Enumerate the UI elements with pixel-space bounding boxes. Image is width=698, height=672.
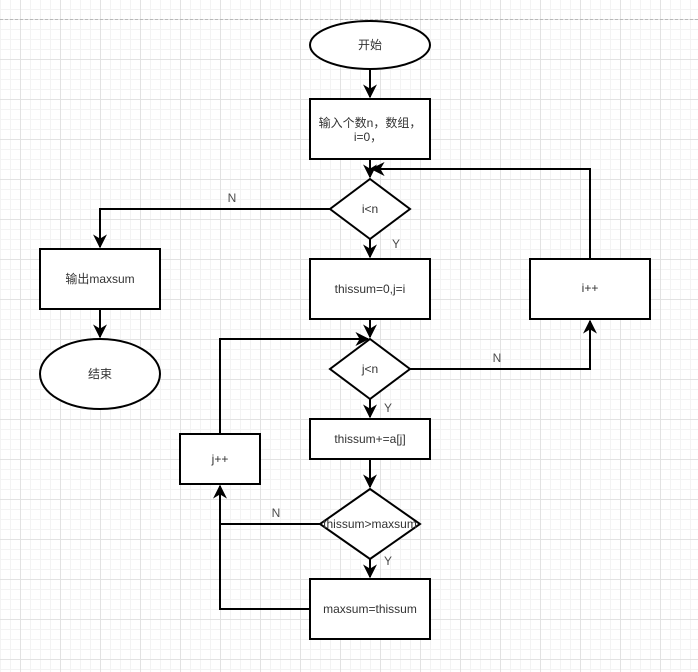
update-max-box xyxy=(309,578,431,640)
node-end[interactable]: 结束 xyxy=(39,338,161,410)
edge-label-cond-i-no: N xyxy=(228,191,237,205)
end-label: 结束 xyxy=(88,367,112,381)
edge-label-cond-max-no: N xyxy=(272,506,281,520)
update-max-label: maxsum=thissum xyxy=(323,602,417,616)
accumulate-box xyxy=(309,418,431,460)
edge-label-cond-j-yes: Y xyxy=(384,401,392,415)
cond-j-label: j<n xyxy=(361,362,378,376)
edge-labels: N Y N Y N Y xyxy=(228,191,502,568)
node-inc-j[interactable]: j++ xyxy=(179,433,261,485)
node-accumulate[interactable]: thissum+=a[j] xyxy=(309,418,431,460)
node-init-j[interactable]: thissum=0,j=i xyxy=(309,258,431,320)
start-label: 开始 xyxy=(358,38,382,52)
edge-cond-i-to-output[interactable] xyxy=(93,208,330,249)
node-start[interactable]: 开始 xyxy=(309,20,431,70)
accumulate-label: thissum+=a[j] xyxy=(334,432,405,446)
page-border xyxy=(0,19,698,20)
inc-i-label: i++ xyxy=(582,281,599,295)
node-output[interactable]: 输出maxsum xyxy=(39,248,161,310)
cond-i-label: i<n xyxy=(362,202,378,216)
node-cond-max[interactable]: thissum>maxsum xyxy=(318,487,422,561)
edges xyxy=(93,69,597,610)
output-box xyxy=(39,248,161,310)
inc-j-label: j++ xyxy=(211,452,229,466)
node-inc-i[interactable]: i++ xyxy=(529,258,651,320)
edge-cond-j-to-inc-i[interactable] xyxy=(410,319,597,370)
start-terminator xyxy=(309,20,431,70)
cond-max-diamond xyxy=(318,487,422,561)
edge-label-cond-i-yes: Y xyxy=(392,237,400,251)
output-label: 输出maxsum xyxy=(65,271,134,286)
node-input[interactable]: 输入个数n，数组， i=0， xyxy=(309,98,431,160)
end-terminator xyxy=(39,338,161,410)
cond-max-label: thissum>maxsum xyxy=(323,517,417,531)
input-label-line1: 输入个数n，数组， xyxy=(319,115,422,130)
init-j-box xyxy=(309,258,431,320)
node-cond-i[interactable]: i<n xyxy=(328,177,412,241)
cond-i-diamond xyxy=(328,177,412,241)
node-cond-j[interactable]: j<n xyxy=(328,337,412,401)
inc-i-box xyxy=(529,258,651,320)
edge-update-max-to-inc-j[interactable] xyxy=(213,484,310,610)
init-j-label: thissum=0,j=i xyxy=(335,282,406,296)
cond-j-diamond xyxy=(328,337,412,401)
edge-inc-i-to-cond-i[interactable] xyxy=(370,162,591,259)
edge-label-cond-j-no: N xyxy=(493,351,502,365)
node-update-max[interactable]: maxsum=thissum xyxy=(309,578,431,640)
input-label-line2: i=0， xyxy=(354,130,382,144)
input-box xyxy=(309,98,431,160)
edge-inc-j-to-cond-j[interactable] xyxy=(219,332,370,433)
edge-label-cond-max-yes: Y xyxy=(384,554,392,568)
inc-j-box xyxy=(179,433,261,485)
